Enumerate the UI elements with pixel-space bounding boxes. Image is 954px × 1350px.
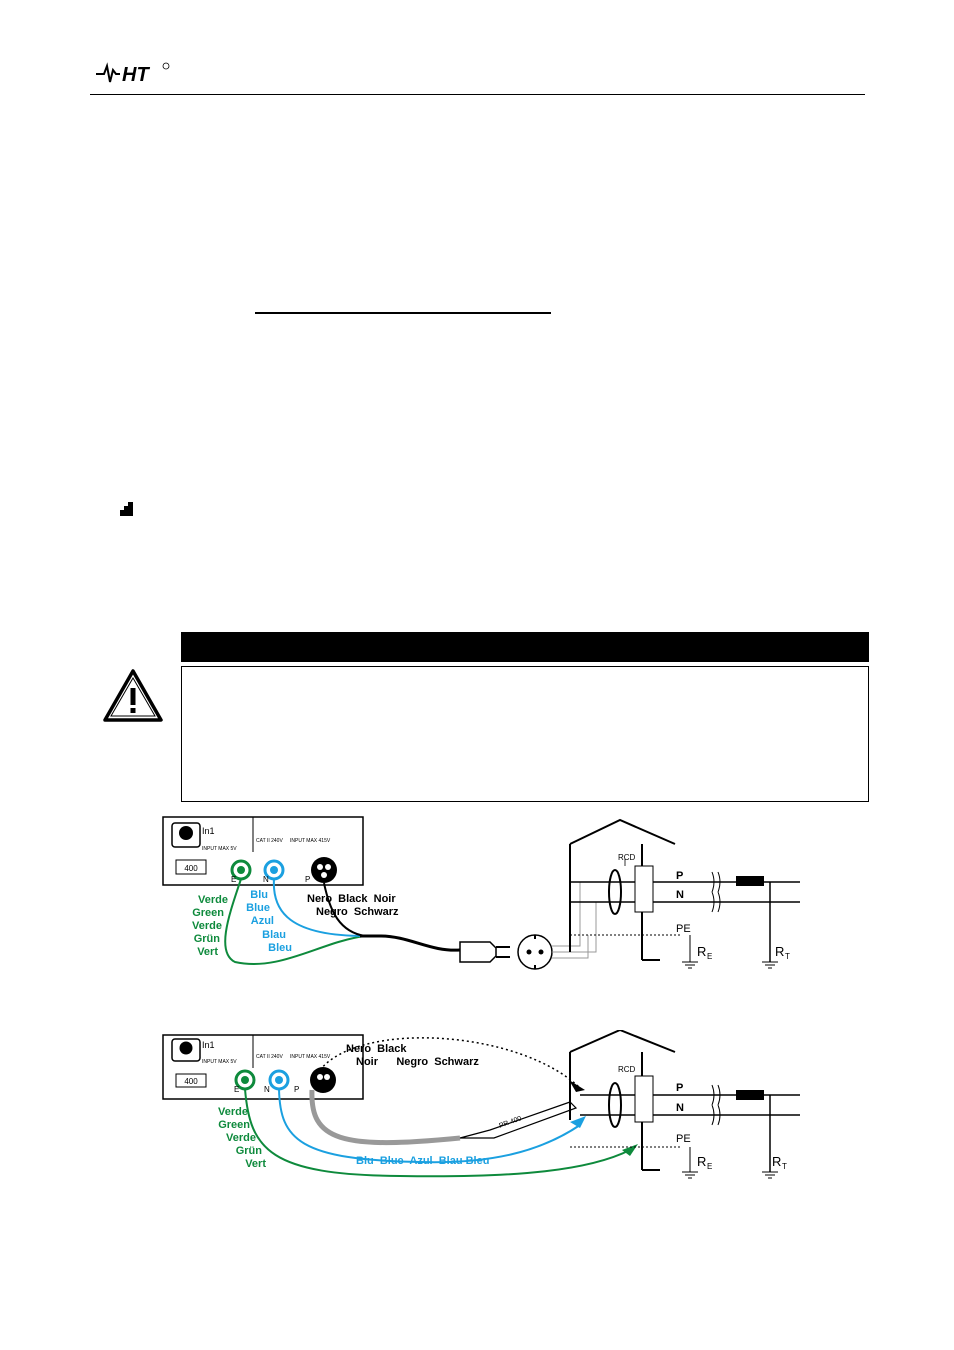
re-sub: E <box>707 1162 712 1171</box>
terminal-n-label: N <box>264 1085 270 1094</box>
shuko-plug <box>459 941 510 963</box>
rt-label: R <box>775 944 784 959</box>
input-max-415v-label: INPUT MAX 415V <box>290 1054 331 1060</box>
warning-box <box>181 666 869 802</box>
logo-text: HT <box>122 64 150 86</box>
terminal-n-label: N <box>263 875 269 884</box>
input-max-415v-label: INPUT MAX 415V <box>290 838 331 844</box>
phase-label: P <box>676 870 683 882</box>
black-lead-label: Nero Black Noir <box>307 893 396 905</box>
black-lead <box>319 1037 581 1089</box>
neutral-label: N <box>676 1102 684 1114</box>
green-lead-label: Verde <box>226 1132 256 1144</box>
black-lead-label: Nero Black <box>346 1043 407 1055</box>
house-installation: RCD P N PE R E R T <box>569 818 800 969</box>
input-max-5v-label: INPUT MAX 5V <box>202 846 237 852</box>
terminal-p <box>310 1067 336 1093</box>
ht-logo: HT <box>96 62 170 86</box>
shuko-cable <box>360 934 461 952</box>
re-label: R <box>697 944 706 959</box>
phase-label: P <box>676 1082 683 1094</box>
house-installation: RCD P N PE R E R T <box>569 1030 800 1179</box>
re-label: R <box>697 1154 706 1169</box>
connection-diagram-terminals: In1 INPUT MAX 5V CAT II 240V INPUT MAX 4… <box>162 1030 800 1179</box>
terminal-p-label: P <box>294 1085 299 1094</box>
rcd-label: RCD <box>618 1065 636 1074</box>
warning-heading-bar <box>181 632 869 662</box>
green-lead-label: Vert <box>197 946 218 958</box>
blue-lead-label: Blue <box>246 902 270 914</box>
grey-lead <box>309 1089 461 1146</box>
terminal-e-label: E <box>234 1085 239 1094</box>
badge-label: 400 <box>184 1077 198 1086</box>
warning-triangle-icon <box>103 669 163 722</box>
badge-label: 400 <box>184 864 198 873</box>
header-rule <box>90 94 865 95</box>
rt-sub: T <box>785 952 790 961</box>
in1-label: In1 <box>202 826 215 836</box>
terminal-p-label: P <box>305 875 310 884</box>
green-lead-label: Verde <box>218 1106 248 1118</box>
pe-label: PE <box>676 923 691 935</box>
blue-lead-label: Blau <box>262 929 286 941</box>
blue-lead-label: Blu Blue Azul Blau Bleu <box>356 1155 489 1167</box>
socket <box>517 882 597 970</box>
rt-sub: T <box>782 1162 787 1171</box>
input-max-5v-label: INPUT MAX 5V <box>202 1059 237 1065</box>
cat-240v-label: CAT II 240V <box>256 838 283 844</box>
blue-lead-label: Azul <box>251 915 274 927</box>
blue-lead-label: Bleu <box>268 942 292 954</box>
terminal-p <box>311 857 337 883</box>
black-lead-label: Noir Negro Schwarz <box>356 1056 479 1068</box>
cat-240v-label: CAT II 240V <box>256 1054 283 1060</box>
green-lead-label: Vert <box>245 1158 266 1170</box>
green-lead-label: Green <box>218 1119 250 1131</box>
green-lead-label: Verde <box>198 894 228 906</box>
pr400-probe: PR 400 <box>459 1101 578 1139</box>
terminal-e-label: E <box>231 875 236 884</box>
green-lead-label: Grün <box>194 933 221 945</box>
green-lead-label: Grün <box>236 1145 263 1157</box>
blue-lead <box>278 1088 581 1164</box>
step-bullet-icon <box>120 502 133 516</box>
green-lead-label: Verde <box>192 920 222 932</box>
blue-lead-label: Blu <box>250 889 268 901</box>
section-underline <box>255 312 551 314</box>
instrument-panel: In1 INPUT MAX 5V CAT II 240V INPUT MAX 4… <box>162 816 364 886</box>
neutral-label: N <box>676 889 684 901</box>
in1-label: In1 <box>202 1040 215 1050</box>
connection-diagram-socket: In1 INPUT MAX 5V CAT II 240V INPUT MAX 4… <box>162 816 800 970</box>
black-lead <box>323 882 366 937</box>
blue-lead <box>272 878 366 937</box>
pe-label: PE <box>676 1133 691 1145</box>
re-sub: E <box>707 952 712 961</box>
green-lead <box>224 878 366 965</box>
green-lead-label: Green <box>192 907 224 919</box>
rcd-label: RCD <box>618 853 636 862</box>
rt-label: R <box>772 1154 781 1169</box>
green-lead <box>244 1088 631 1178</box>
black-lead-label: Negro Schwarz <box>316 906 399 918</box>
instrument-panel: In1 INPUT MAX 5V CAT II 240V INPUT MAX 4… <box>162 1034 364 1100</box>
